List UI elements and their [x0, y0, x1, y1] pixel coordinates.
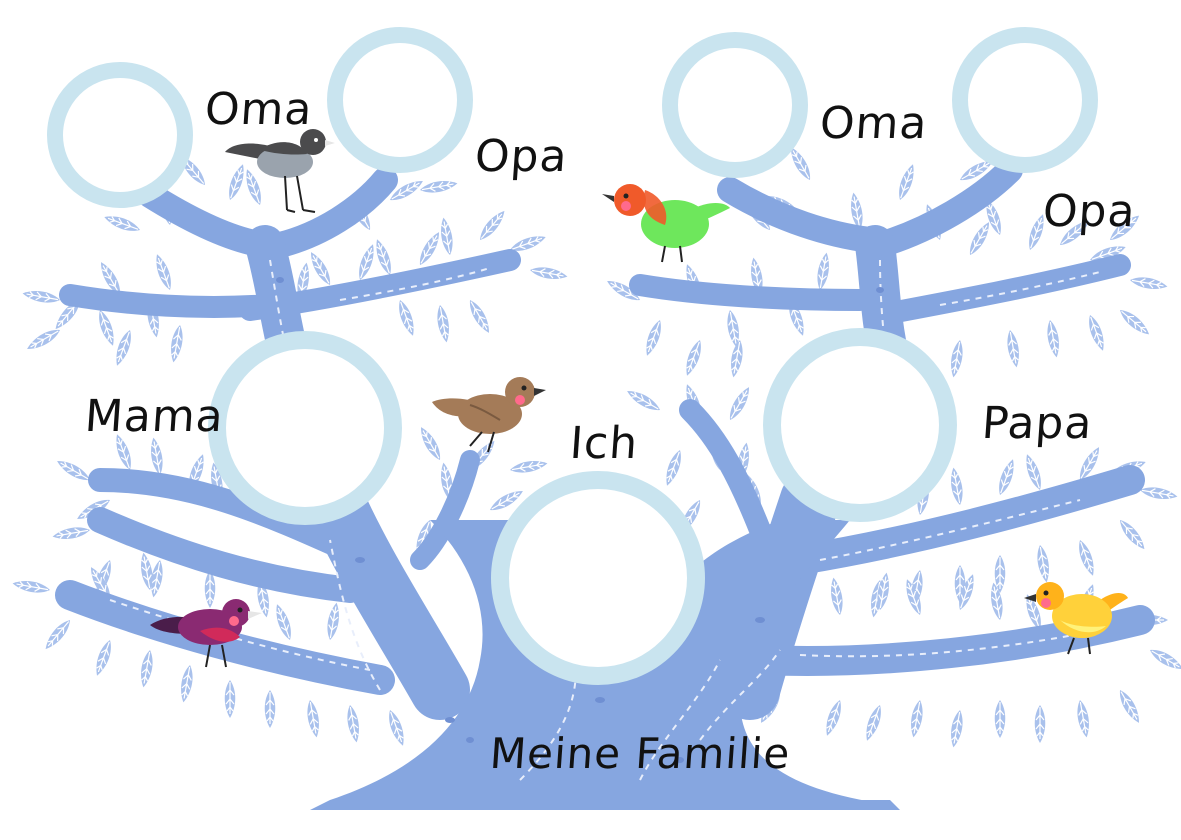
label-papa: Papa	[980, 402, 1093, 446]
photo-frame-icon	[670, 40, 800, 170]
photo-frame-icon	[55, 70, 185, 200]
photo-frame-icon	[335, 35, 465, 165]
photo-frame-icon	[500, 480, 696, 676]
label-mama: Mama	[83, 395, 225, 439]
photo-frame-icon	[217, 340, 393, 516]
label-ich: Ich	[568, 422, 639, 466]
label-opa-left: Opa	[473, 135, 569, 179]
label-opa-right: Opa	[1041, 190, 1137, 234]
bird-icon	[602, 184, 730, 262]
bird-icon	[432, 377, 546, 452]
photo-frame-icon	[772, 337, 948, 513]
page-title: Meine Familie	[489, 733, 792, 775]
photo-frame-icon	[960, 35, 1090, 165]
label-oma-left: Oma	[203, 88, 314, 132]
label-oma-right: Oma	[818, 102, 929, 146]
